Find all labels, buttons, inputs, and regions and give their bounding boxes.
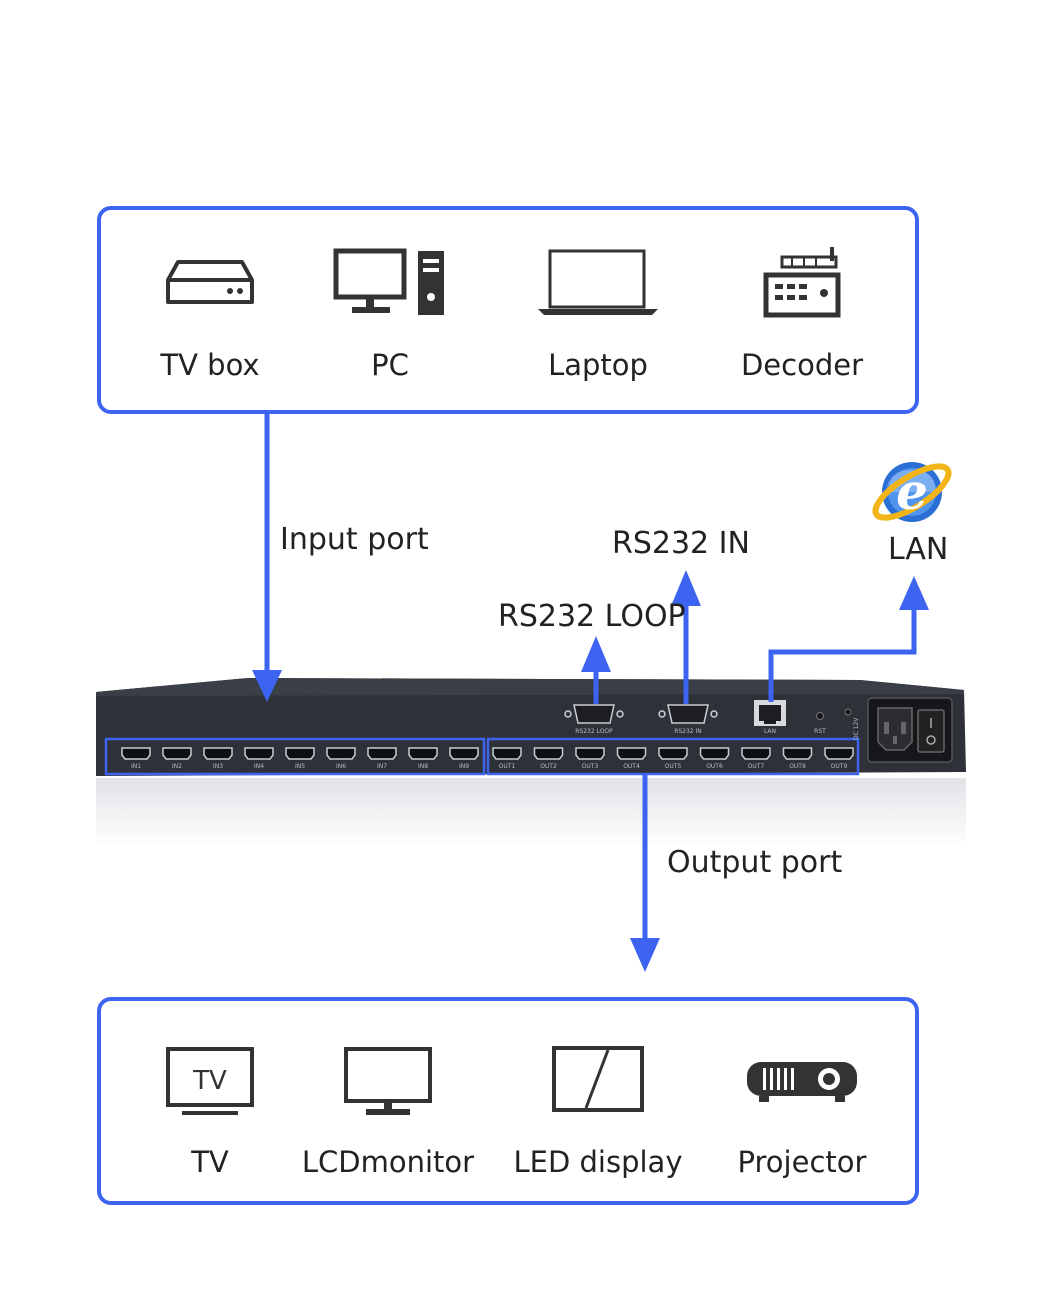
rs232-in-arrow <box>671 570 701 704</box>
hdmi-out-port-8: OUT8 <box>782 747 813 770</box>
hdmi-in-port-3: IN3 <box>203 747 233 770</box>
lan-port-label: LAN <box>764 728 776 735</box>
output-port-group <box>486 737 860 776</box>
hdmi-out-port-4: OUT4 <box>616 747 647 770</box>
hdmi-in-port-4: IN4 <box>244 747 274 770</box>
status-led <box>844 708 852 716</box>
rs232-in-connector: RS232 IN <box>658 704 718 735</box>
hdmi-in-port-label: IN6 <box>336 763 346 770</box>
device-led-display: LED display <box>498 1035 698 1179</box>
power-module <box>867 697 953 763</box>
hdmi-in-port-label: IN4 <box>254 763 264 770</box>
lan-arrow <box>768 576 929 702</box>
tv-box-icon <box>110 238 310 328</box>
hdmi-in-port-1: IN1 <box>121 747 151 770</box>
hdmi-out-port-1: OUT1 <box>492 747 522 770</box>
hdmi-in-port-label: IN3 <box>213 763 223 770</box>
rs232-loop-label: RS232 LOOP <box>498 599 686 634</box>
input-arrow <box>252 414 282 702</box>
reset-label: RST <box>814 728 826 735</box>
device-label: Projector <box>737 1145 867 1179</box>
hdmi-out-port-2: OUT2 <box>533 747 564 770</box>
hdmi-in-port-8: IN8 <box>408 747 438 770</box>
input-port-group <box>104 737 486 776</box>
device-lcd-monitor: LCDmonitor <box>288 1035 488 1179</box>
output-port-label: Output port <box>667 845 843 880</box>
output-devices-panel <box>97 997 919 1205</box>
hdmi-in-port-6: IN6 <box>326 747 356 770</box>
hdmi-out-port-6: OUT6 <box>699 747 730 770</box>
decoder-icon <box>702 238 902 328</box>
led-display-icon <box>498 1035 698 1125</box>
hdmi-in-port-label: IN1 <box>131 763 141 770</box>
rs232-in-label: RS232 IN <box>612 526 750 561</box>
hdmi-out-port-5: OUT5 <box>658 747 688 770</box>
rs232-loop-arrow <box>581 636 611 704</box>
hdmi-in-port-7: IN7 <box>367 747 397 770</box>
projector-icon <box>702 1035 902 1125</box>
rs232-loop-connector: RS232 LOOP <box>564 704 624 735</box>
power-rating-label: DC 12V <box>853 717 860 740</box>
hdmi-in-port-label: IN8 <box>418 763 428 770</box>
device-label: LCDmonitor <box>301 1145 475 1179</box>
device-label: TV <box>191 1145 229 1179</box>
hdmi-out-port-label: OUT1 <box>499 763 516 770</box>
hdmi-in-port-label: IN2 <box>172 763 182 770</box>
hdmi-out-port-label: OUT7 <box>748 763 765 770</box>
hdmi-out-port-3: OUT3 <box>575 747 605 770</box>
device-tv: TV TV <box>110 1035 310 1179</box>
device-label: PC <box>371 348 409 382</box>
hdmi-out-port-label: OUT4 <box>623 763 640 770</box>
hdmi-out-port-label: OUT5 <box>665 763 682 770</box>
lan-jack: LAN <box>754 700 786 735</box>
input-hdmi-ports: IN1 IN2 IN3 IN4 IN5 IN6 IN7 IN8 IN9 <box>121 747 479 770</box>
device-label: Decoder <box>740 348 864 382</box>
hdmi-in-port-label: IN9 <box>459 763 469 770</box>
device-tv-box: TV box <box>110 238 310 382</box>
laptop-icon <box>498 238 698 328</box>
svg-text:e: e <box>896 462 928 521</box>
lcd-monitor-icon <box>288 1035 488 1125</box>
desktop-pc-icon <box>290 238 490 328</box>
reset-button <box>816 712 824 720</box>
device-projector: Projector <box>702 1035 902 1179</box>
device-pc: PC <box>290 238 490 382</box>
device-label: LED display <box>513 1145 683 1179</box>
input-port-label: Input port <box>280 522 429 557</box>
rs232-in-port-label: RS232 IN <box>674 728 702 735</box>
rs232-loop-port-label: RS232 LOOP <box>575 728 613 735</box>
hdmi-out-port-9: OUT9 <box>824 747 854 770</box>
device-label: TV box <box>160 348 260 382</box>
hdmi-in-port-label: IN5 <box>295 763 305 770</box>
hdmi-in-port-5: IN5 <box>285 747 315 770</box>
device-label: Laptop <box>548 348 648 382</box>
input-devices-panel <box>97 206 919 414</box>
hdmi-out-port-label: OUT9 <box>831 763 848 770</box>
internet-explorer-icon: e <box>872 462 952 522</box>
device-laptop: Laptop <box>498 238 698 382</box>
output-hdmi-ports: OUT1 OUT2 OUT3 OUT4 OUT5 OUT6 OUT7 OUT8 OUT9 <box>492 747 854 770</box>
hdmi-out-port-label: OUT2 <box>540 763 557 770</box>
hdmi-out-port-label: OUT3 <box>582 763 599 770</box>
hdmi-out-port-label: OUT8 <box>789 763 806 770</box>
hdmi-in-port-label: IN7 <box>377 763 387 770</box>
device-reflection <box>96 778 966 848</box>
tv-icon-text: TV <box>192 1066 227 1096</box>
hdmi-in-port-2: IN2 <box>162 747 192 770</box>
hdmi-out-port-label: OUT6 <box>706 763 723 770</box>
device-decoder: Decoder <box>702 238 902 382</box>
lan-label: LAN <box>888 532 949 567</box>
output-arrow <box>630 774 660 972</box>
hdmi-out-port-7: OUT7 <box>741 747 771 770</box>
tv-icon: TV <box>110 1035 310 1125</box>
hdmi-in-port-9: IN9 <box>449 747 479 770</box>
